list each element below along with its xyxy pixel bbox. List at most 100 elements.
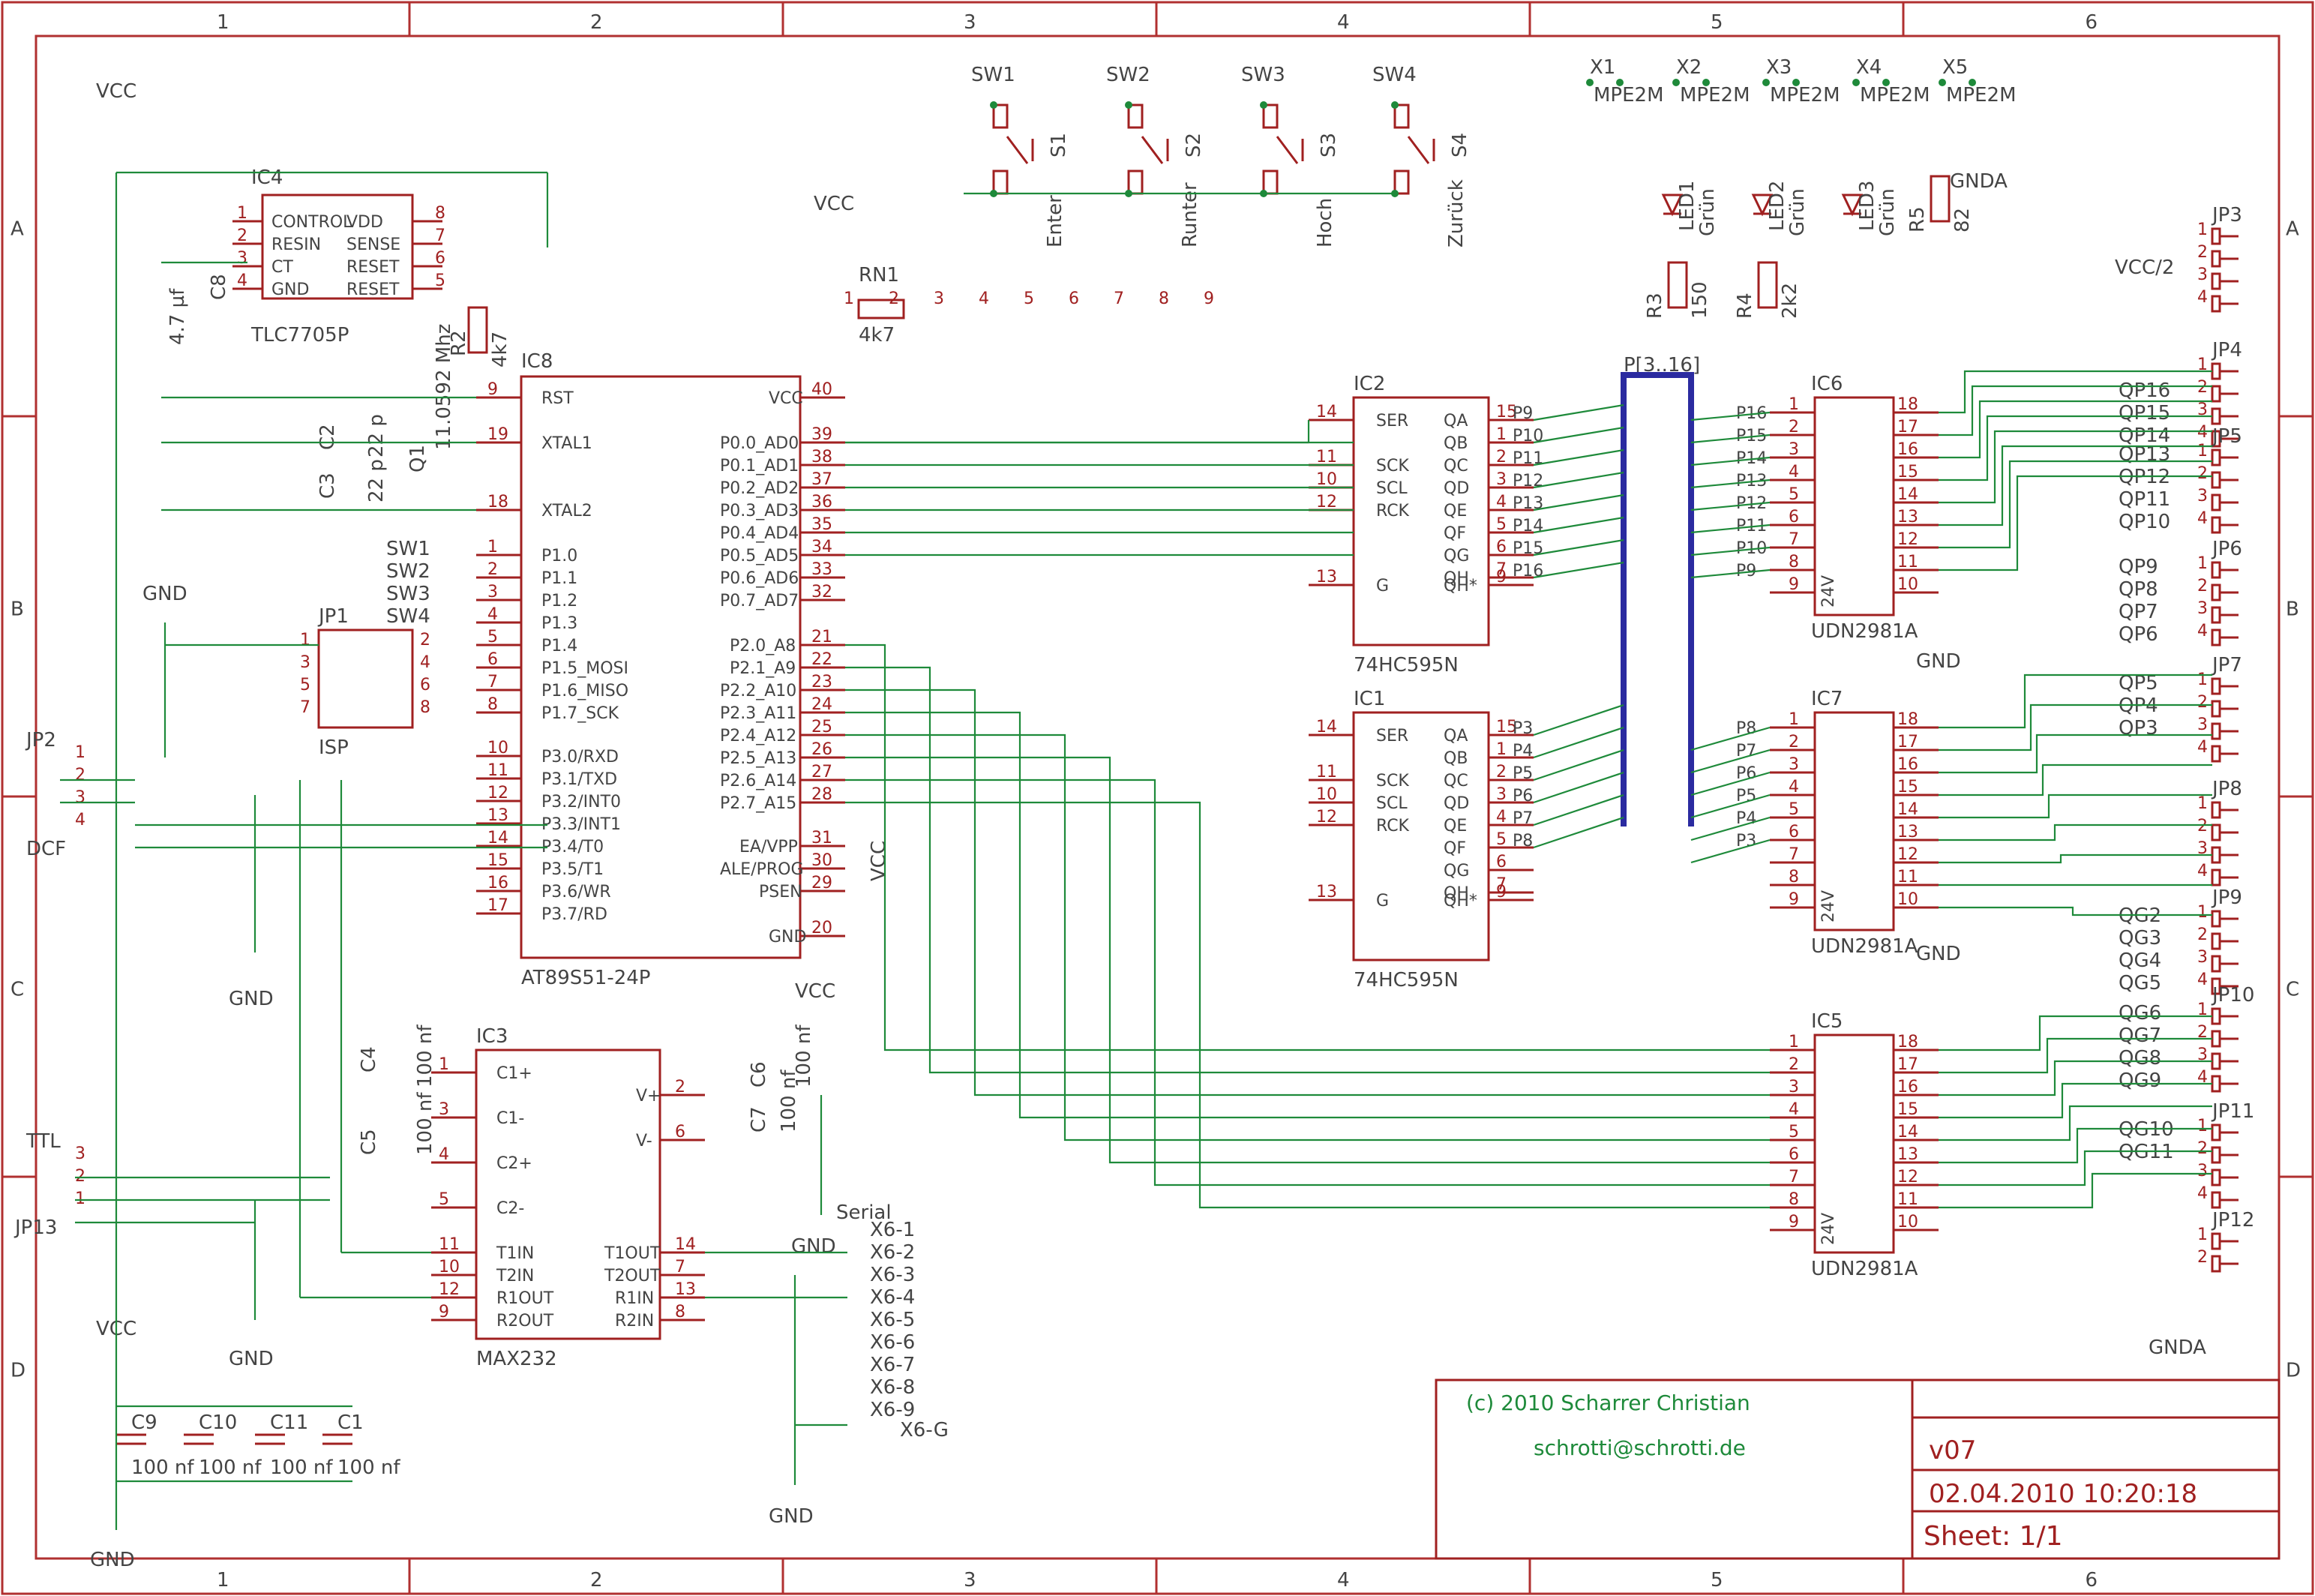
wire [1690,546,1771,556]
jp1-pin-number: 2 [420,631,430,650]
shift-pin-number: 11 [1316,763,1337,782]
driver-pin-number: 14 [1897,485,1918,504]
rn1-pin-number: 3 [934,290,944,308]
ic8-pin-label: P0.1_AD1 [720,457,799,476]
connector-pin-body [2211,227,2221,245]
connector-pin-body [2211,272,2221,290]
port2-wire [845,734,1770,1142]
date-text: 02.04.2010 10:20:18 [1929,1479,2197,1509]
wire [1939,906,2212,916]
serial-ground-label: X6-G [900,1419,949,1442]
ic3-pin-label: C1+ [496,1064,532,1083]
c4-value: 100 nf [414,1024,436,1088]
wire [1533,561,1624,579]
c6-name: C6 [748,1061,770,1088]
shift-pin-label: QA [1444,412,1468,430]
shift-pin-label: QF [1444,524,1466,543]
shift-pin-label: QG [1444,547,1469,566]
ic8-pin-label: P2.1_A9 [730,659,796,678]
driver-pin-number: 13 [1897,1145,1918,1164]
driver-pin-number: 8 [1789,1190,1799,1209]
ic2-name: IC2 [1354,373,1385,395]
column-label: 5 [1711,11,1723,34]
column-label: 4 [1337,1569,1350,1592]
driver-pin-number: 10 [1897,890,1918,909]
resistor-body [1930,175,1951,223]
shift-pin-label: RCK [1376,817,1410,836]
ic8-pin-number: 35 [811,515,832,534]
connector-pin-number: 1 [2197,356,2208,374]
ic8-pin-label: P2.7_A15 [720,794,796,813]
row-label: C [10,979,24,1001]
cap-value: 100 nf [270,1456,333,1479]
copyright-text: (c) 2010 Scharrer Christian [1466,1390,1750,1415]
switch-terminal [992,170,1009,195]
shift-pin-number: 14 [1316,718,1337,736]
wires [60,171,2212,1530]
connector-pin-number: 3 [2197,839,2208,858]
c2-value: 22 p [365,414,388,458]
wire [1939,1105,2212,1142]
driver-input-net: P5 [1736,787,1756,806]
x-connectors-leds: X1MPE2MX2MPE2MX3MPE2MX4MPE2MX5MPE2MLED1G… [1586,56,2206,1359]
vcc-label: VCC [795,980,835,1003]
shift-pin-number: 1 [1496,425,1507,444]
ic3-pin-label: T2IN [496,1267,534,1286]
wire [1690,568,1771,579]
shift-pin-label: QD [1444,479,1469,498]
connector-pin-body [2211,1232,2221,1250]
junction-dot [1939,79,1946,86]
connector-pin-body [2211,824,2221,842]
ic3-pin-number: 3 [439,1100,449,1119]
jp13-pin-number: 2 [75,1167,85,1186]
driver-input-net: P7 [1736,742,1756,760]
ic8-pin-number: 7 [487,673,498,692]
ic8-pin-number: 10 [487,739,508,758]
ic8-pin-number: 19 [487,425,508,444]
ic8-pin-number: 32 [811,583,832,602]
ic3-pin-label: T2OUT [604,1267,661,1286]
wire [1939,1037,2212,1074]
wire [1533,494,1624,512]
connector-pin-number: 2 [2197,926,2208,944]
driver-pin-number: 5 [1789,800,1799,819]
connector-pin-number: 4 [2197,509,2208,528]
connector-net-label: QG7 [2119,1024,2161,1047]
wire [1690,726,1771,752]
driver-pin-number: 16 [1897,1078,1918,1096]
connector-pin-body [2211,910,2221,928]
vcc-label: VCC [96,80,136,103]
rn1-pin-number: 2 [889,290,899,308]
serial-pin-label: X6-7 [870,1354,915,1376]
driver-pin-number: 11 [1897,553,1918,572]
row-label: D [10,1360,25,1382]
shift-pin-number: 7 [1496,560,1507,579]
junction-dot [1586,79,1594,86]
ic3-pin-number: 6 [675,1123,685,1142]
driver-pin-number: 2 [1789,733,1799,752]
port2-wire [845,801,1770,1209]
wire [1690,794,1771,819]
shift-pin-number: 6 [1496,853,1507,872]
ic8-pin-label: P1.3 [541,614,577,633]
wire [1939,734,2212,774]
connector-pin-number: 3 [2197,266,2208,284]
connector-net-label: QP11 [2119,488,2170,511]
driver-pin-number: 18 [1897,395,1918,414]
crystal-name: Q1 [406,445,429,472]
connector-pin-body [2211,561,2221,579]
wire [1939,415,2212,482]
wire [1533,726,1624,759]
wire [1690,748,1771,774]
led-name: LED1 [1676,181,1699,231]
rn1-pin-number: 7 [1114,290,1124,308]
shift-pin-label: RCK [1376,502,1410,520]
ic8-pin-number: 24 [811,695,832,714]
wire [1939,1127,2212,1164]
junction-dot [1762,79,1770,86]
switch-terminal [1393,170,1410,195]
jp1-pin-number: 6 [420,676,430,694]
ic8-pin-label: GND [769,928,806,946]
wire [1939,370,2212,414]
connector-pin-body [2211,745,2221,763]
